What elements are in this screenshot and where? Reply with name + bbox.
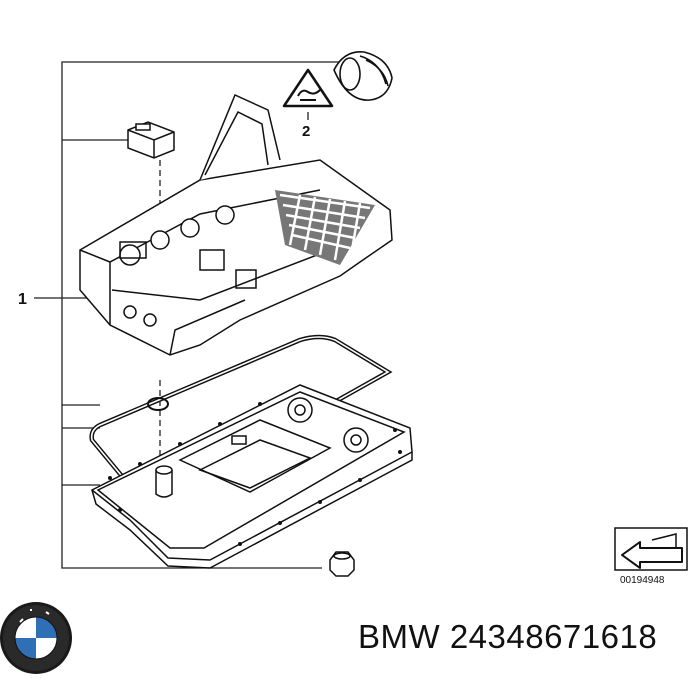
callout-leaders	[34, 61, 350, 569]
pan-rim-bolts	[108, 402, 402, 546]
callout-2: 2	[302, 123, 310, 140]
drain-plug	[329, 551, 355, 577]
image-reference-box	[614, 527, 688, 571]
small-cap-part	[127, 121, 175, 159]
image-reference-number: 00194948	[620, 575, 665, 586]
valve-body-grid	[275, 190, 375, 265]
callout-1: 1	[18, 291, 27, 308]
oil-pan	[90, 384, 413, 569]
connector-plug	[333, 51, 393, 101]
warning-triangle-icon	[282, 68, 334, 108]
bmw-logo-icon	[0, 602, 72, 674]
leader-line-1	[61, 61, 350, 569]
footer-part-text: BMW 24348671618	[358, 618, 658, 655]
